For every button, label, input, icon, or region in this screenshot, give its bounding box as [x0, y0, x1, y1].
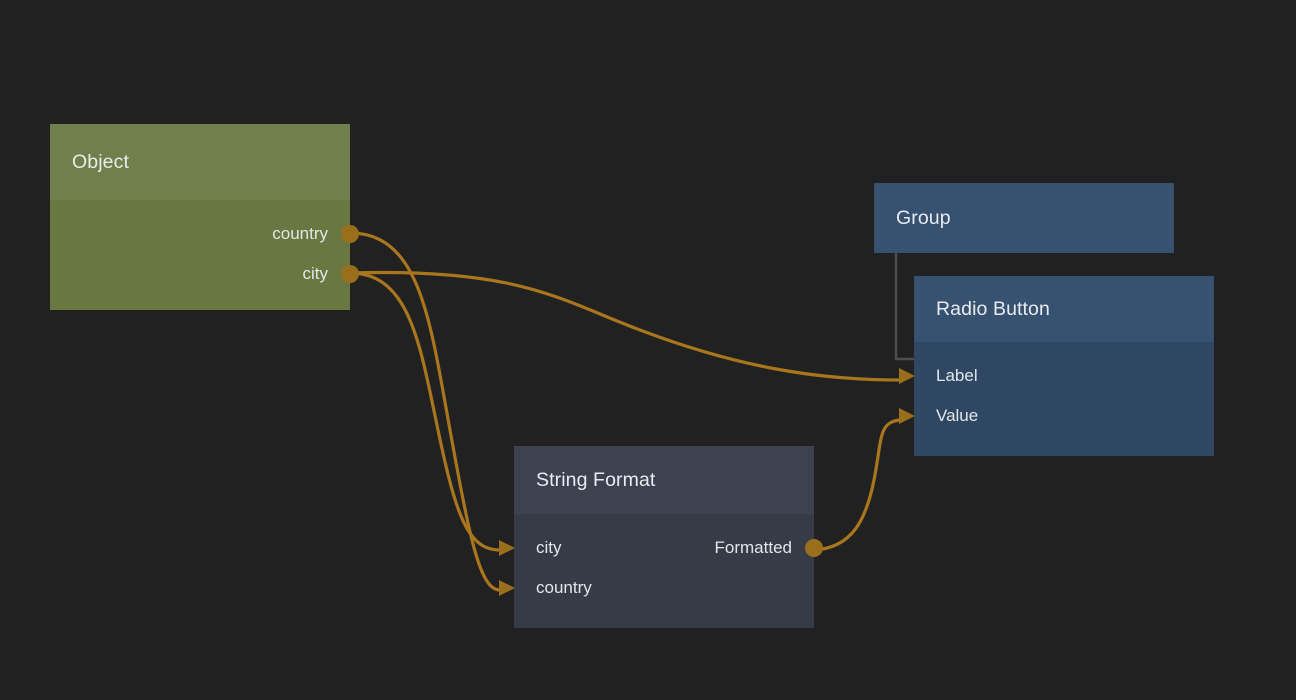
port-row-string-format-city[interactable]: city Formatted — [499, 528, 823, 568]
input-port-string-format-city[interactable] — [499, 540, 515, 556]
output-port-string-format-formatted[interactable] — [805, 539, 823, 557]
node-group-header[interactable]: Group — [874, 183, 1174, 253]
node-object-title: Object — [72, 150, 129, 173]
node-string-format-header[interactable]: String Format — [514, 446, 814, 514]
node-object-body: country city — [50, 200, 359, 310]
node-radio-button-title: Radio Button — [936, 297, 1050, 320]
edge-object-country-to-stringformat-country[interactable] — [348, 231, 502, 592]
input-port-radio-button-value[interactable] — [899, 408, 915, 424]
node-radio-button[interactable]: Radio Button Label Value — [899, 276, 1214, 456]
node-string-format[interactable]: String Format city Formatted country — [499, 446, 823, 628]
node-string-format-body: city Formatted country — [499, 514, 823, 628]
edge-object-city-to-radiobutton-label[interactable] — [348, 270, 902, 382]
port-row-object-country[interactable]: country — [50, 214, 359, 254]
port-label-object-country: country — [272, 224, 328, 243]
input-port-string-format-country[interactable] — [499, 580, 515, 596]
output-port-object-country[interactable] — [341, 225, 359, 243]
node-radio-button-header[interactable]: Radio Button — [914, 276, 1214, 342]
edge-stringformat-formatted-to-radiobutton-value[interactable] — [812, 418, 902, 552]
node-group[interactable]: Group — [874, 183, 1174, 253]
output-port-object-city[interactable] — [341, 265, 359, 283]
port-label-object-city: city — [302, 264, 329, 283]
port-label-string-format-formatted: Formatted — [714, 538, 792, 557]
input-port-radio-button-label[interactable] — [899, 368, 915, 384]
node-group-title: Group — [896, 206, 951, 229]
edge-object-city-to-stringformat-city[interactable] — [348, 271, 502, 552]
port-row-string-format-country[interactable]: country — [499, 568, 814, 608]
port-label-radio-button-value: Value — [936, 406, 979, 425]
port-label-string-format-city: city — [536, 538, 562, 557]
port-row-radio-button-value[interactable]: Value — [899, 396, 1214, 436]
node-string-format-title: String Format — [536, 468, 656, 491]
port-label-radio-button-label: Label — [936, 366, 978, 385]
port-row-radio-button-label[interactable]: Label — [899, 356, 1214, 396]
group-to-radio-button-bracket — [894, 253, 916, 361]
port-label-string-format-country: country — [536, 578, 592, 597]
port-row-object-city[interactable]: city — [50, 254, 359, 294]
node-radio-button-body: Label Value — [899, 342, 1214, 456]
node-object[interactable]: Object country city — [50, 124, 359, 310]
node-object-header[interactable]: Object — [50, 124, 350, 200]
